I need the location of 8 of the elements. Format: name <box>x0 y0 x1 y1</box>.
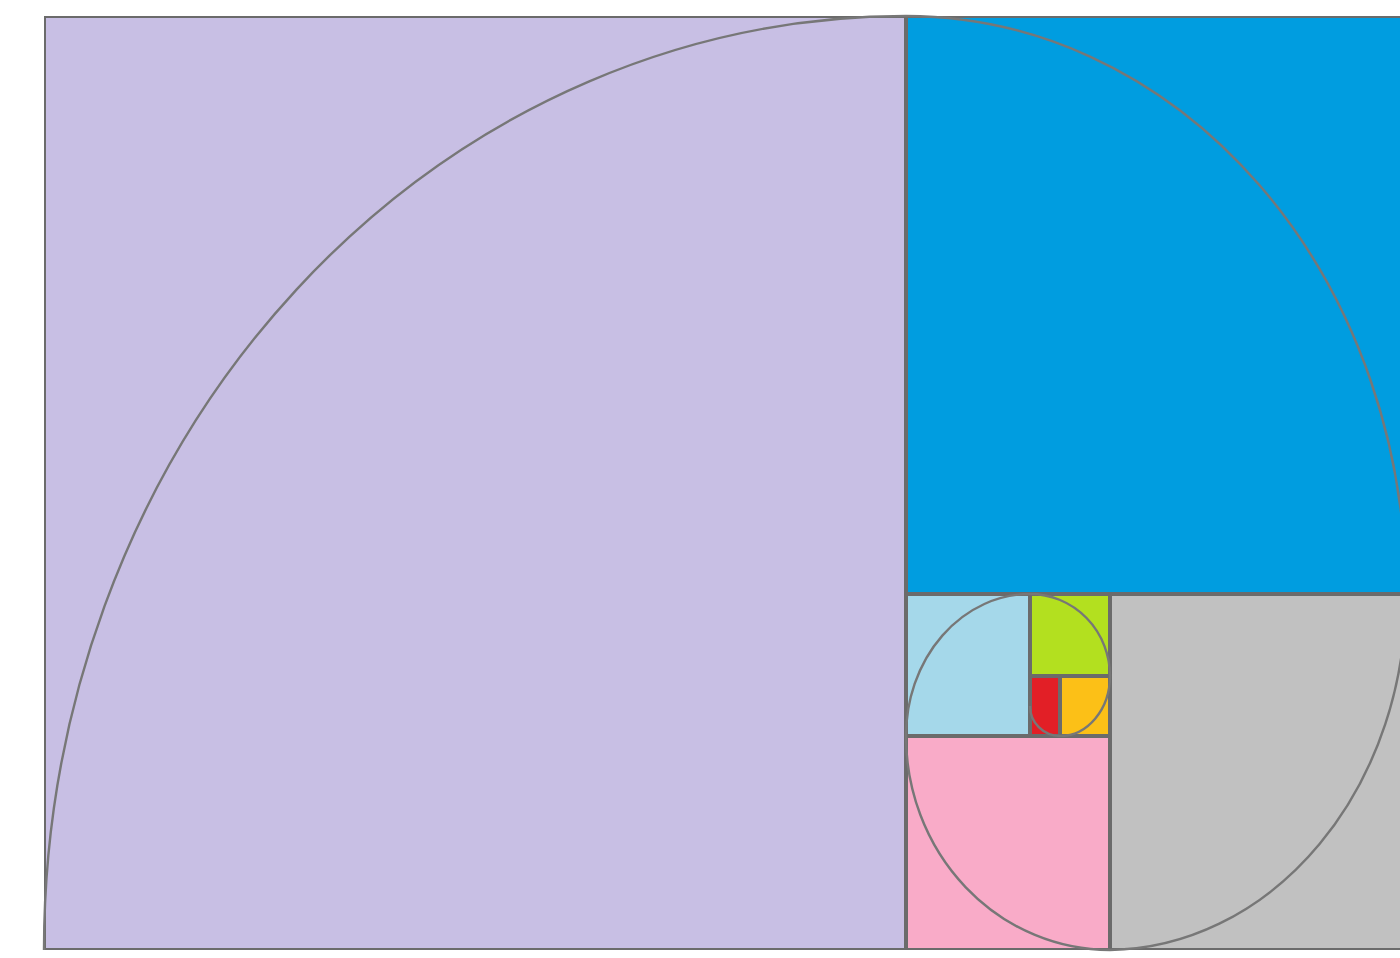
square-tile <box>1030 594 1110 676</box>
square-tile <box>1060 676 1110 736</box>
square-tile <box>1110 594 1400 950</box>
square-tile <box>44 16 906 950</box>
square-tile <box>1030 676 1060 736</box>
square-tile <box>906 594 1030 736</box>
square-tile <box>906 736 1110 950</box>
square-tile <box>906 16 1400 594</box>
